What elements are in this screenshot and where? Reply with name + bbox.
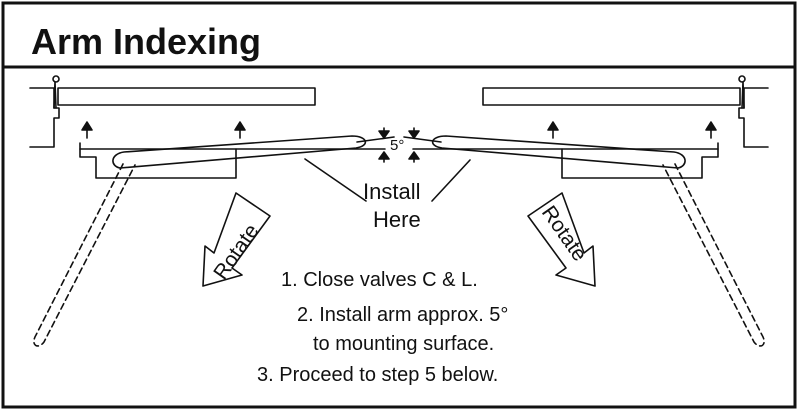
left-pivot-pin [53,81,57,109]
angle-indicator-head-ul [378,151,390,160]
left-base-bracket [79,142,237,179]
right-pivot-pin [741,81,745,109]
angle-arm-line [356,136,395,143]
angle-indicator-head-dr [408,130,420,139]
left-top-bar [57,87,316,106]
install-label-line2: Here [373,207,421,232]
right-arrow-2-head [705,121,717,131]
right-arm-rotated-dashed [662,163,765,347]
left-arm-installed [112,135,367,169]
rotate-arrow-right [527,192,596,287]
install-leader-left [304,158,367,202]
left-arrow-1-head [81,121,93,131]
left-pivot-pin-head [52,75,60,83]
instruction-step-1: 1. Close valves C & L. [281,269,478,291]
right-base-bracket [561,142,719,179]
left-arm-rotated-dashed [33,163,136,347]
install-label-line1: Install [363,179,421,204]
rotate-arrow-left [202,192,271,287]
right-arm-installed [431,135,686,169]
angle-indicator-head-ur [408,151,420,160]
angle-indicator-head-dl [378,130,390,139]
install-leader-right [431,159,471,202]
left-arrow-2-head [234,121,246,131]
right-arrow-1-head [547,121,559,131]
instruction-step-2: 2. Install arm approx. 5° [297,304,509,326]
right-pivot-pin-head [738,75,746,83]
instruction-step-3: 3. Proceed to step 5 below. [257,364,499,386]
angle-arm-line-right [403,136,442,143]
instruction-step-2-continued: to mounting surface. [313,333,495,355]
right-top-bar [482,87,741,106]
page-title: Arm Indexing [31,21,262,62]
angle-label: 5° [390,137,405,154]
